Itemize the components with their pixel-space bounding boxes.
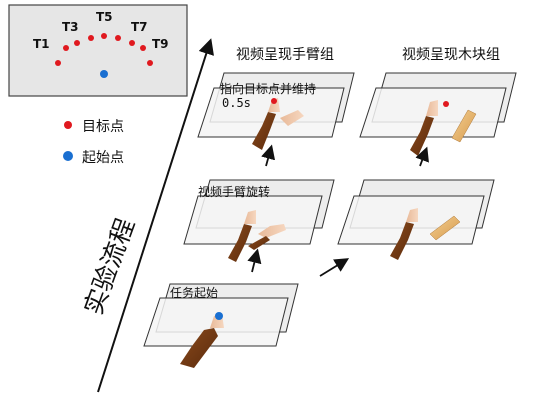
arm-forearm — [390, 222, 414, 260]
target-dot — [140, 45, 146, 51]
arm-forearm — [252, 112, 276, 150]
target-dot — [115, 35, 121, 41]
panel-arm-rotate — [183, 179, 335, 262]
legend-start-dot — [63, 151, 73, 161]
target-label-t7: T7 — [131, 20, 148, 34]
timeline-arrow — [97, 38, 214, 393]
target-dot — [101, 33, 107, 39]
panel-wood-target — [359, 72, 517, 156]
arm-forearm — [228, 224, 252, 262]
step-label-rotate: 视频手臂旋转 — [198, 185, 271, 199]
flow-arrow-start-to-rotate — [247, 248, 262, 273]
legend-start-label: 起始点 — [82, 150, 124, 166]
panel-arm-target — [197, 72, 355, 150]
screen-plane-front — [197, 87, 345, 138]
flow-arrow-start-to-wood — [319, 258, 350, 277]
target-dot — [443, 101, 449, 107]
video-hand — [280, 110, 304, 126]
start-dot — [100, 70, 108, 78]
arm-hand — [406, 208, 418, 222]
target-dots — [55, 33, 153, 66]
flow-arrow-wood-rotate-to-target — [415, 146, 429, 167]
target-label-t3: T3 — [62, 20, 79, 34]
target-dot — [74, 40, 80, 46]
legend-target-label: 目标点 — [82, 119, 124, 135]
arm-forearm — [180, 328, 218, 368]
panel-start — [143, 283, 299, 368]
step-label-target: 指向目标点并维持 — [220, 82, 317, 96]
target-dot — [271, 98, 277, 104]
step-label-start: 任务起始 — [170, 286, 219, 300]
target-dot — [55, 60, 61, 66]
target-dot — [63, 45, 69, 51]
arm-forearm — [410, 116, 434, 156]
target-dot — [147, 60, 153, 66]
video-hand — [258, 224, 286, 238]
arm-hand — [244, 210, 256, 224]
arm-hand — [426, 100, 438, 116]
step-label-hold-time: 0.5s — [222, 96, 251, 110]
video-forearm — [248, 236, 270, 250]
target-label-t9: T9 — [152, 37, 169, 51]
target-dot — [129, 40, 135, 46]
wood-block — [451, 109, 477, 143]
wood-block — [429, 215, 461, 241]
start-dot — [215, 312, 223, 320]
target-label-t5: T5 — [96, 10, 113, 24]
arm-hand — [268, 98, 280, 112]
column-header-wood: 视频呈现木块组 — [402, 47, 500, 63]
target-dot — [88, 35, 94, 41]
legend-target-dot — [64, 121, 72, 129]
flow-arrow-rotate-to-target — [261, 144, 276, 167]
target-label-t1: T1 — [33, 37, 50, 51]
column-header-arm: 视频呈现手臂组 — [236, 47, 334, 63]
panel-wood-rotate — [337, 179, 495, 260]
target-map-panel — [8, 4, 188, 97]
